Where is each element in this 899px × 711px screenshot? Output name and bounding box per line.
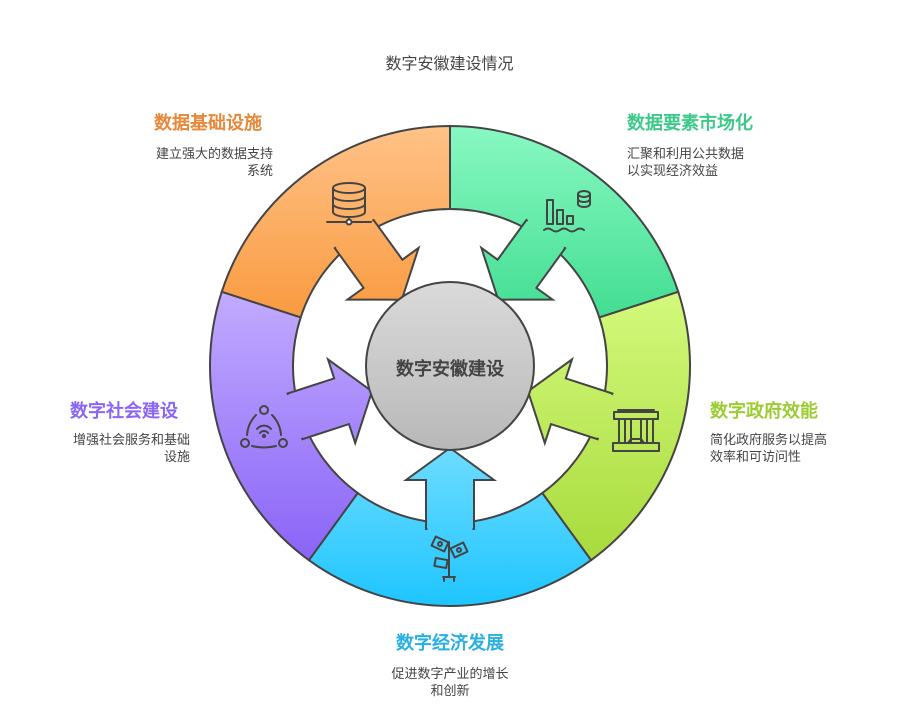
market-desc: 汇聚和利用公共数据以实现经济效益	[627, 146, 744, 180]
society-segment	[209, 290, 360, 562]
database-network-icon	[326, 182, 372, 226]
social-network-icon	[240, 405, 288, 449]
desc-line: 促进数字产业的增长	[391, 667, 509, 682]
society-title: 数字社会建设	[70, 401, 178, 422]
market-title: 数据要素市场化	[627, 113, 753, 134]
society-desc: 增强社会服务和基础设施	[73, 432, 190, 466]
desc-line: 效率和可访问性	[710, 450, 802, 465]
government-segment	[540, 290, 691, 562]
market-segment	[449, 124, 680, 319]
desc-line: 建立强大的数据支持	[155, 147, 273, 162]
desc-line: 系统	[246, 164, 273, 179]
desc-line: 增强社会服务和基础	[72, 433, 190, 448]
data-chart-icon	[543, 190, 591, 233]
desc-line: 以实现经济效益	[627, 164, 719, 179]
government-title: 数字政府效能	[710, 401, 818, 422]
government-arrow-joint	[555, 381, 618, 440]
economy-title: 数字经济发展	[396, 633, 504, 654]
center-circle	[365, 281, 535, 451]
society-arrow-joint	[282, 381, 345, 440]
desc-line: 汇聚和利用公共数据	[627, 147, 745, 162]
infrastructure-title: 数据基础设施	[154, 113, 262, 134]
desc-line: 和创新	[430, 684, 470, 699]
market-arrow-joint	[501, 216, 568, 284]
government-desc: 简化政府服务以提高效率和可访问性	[710, 432, 827, 466]
government-building-icon	[612, 409, 660, 452]
economy-desc: 促进数字产业的增长和创新	[300, 666, 600, 700]
center-label: 数字安徽建设	[396, 359, 504, 380]
desc-line: 设施	[163, 450, 190, 465]
infrastructure-desc: 建立强大的数据支持系统	[156, 146, 273, 180]
economy-arrow-joint	[427, 484, 473, 535]
infrastructure-arrow-joint	[332, 216, 399, 284]
diagram-title: 数字安徽建设情况	[385, 54, 514, 73]
money-plant-icon	[430, 535, 469, 582]
desc-line: 简化政府服务以提高	[710, 433, 828, 448]
